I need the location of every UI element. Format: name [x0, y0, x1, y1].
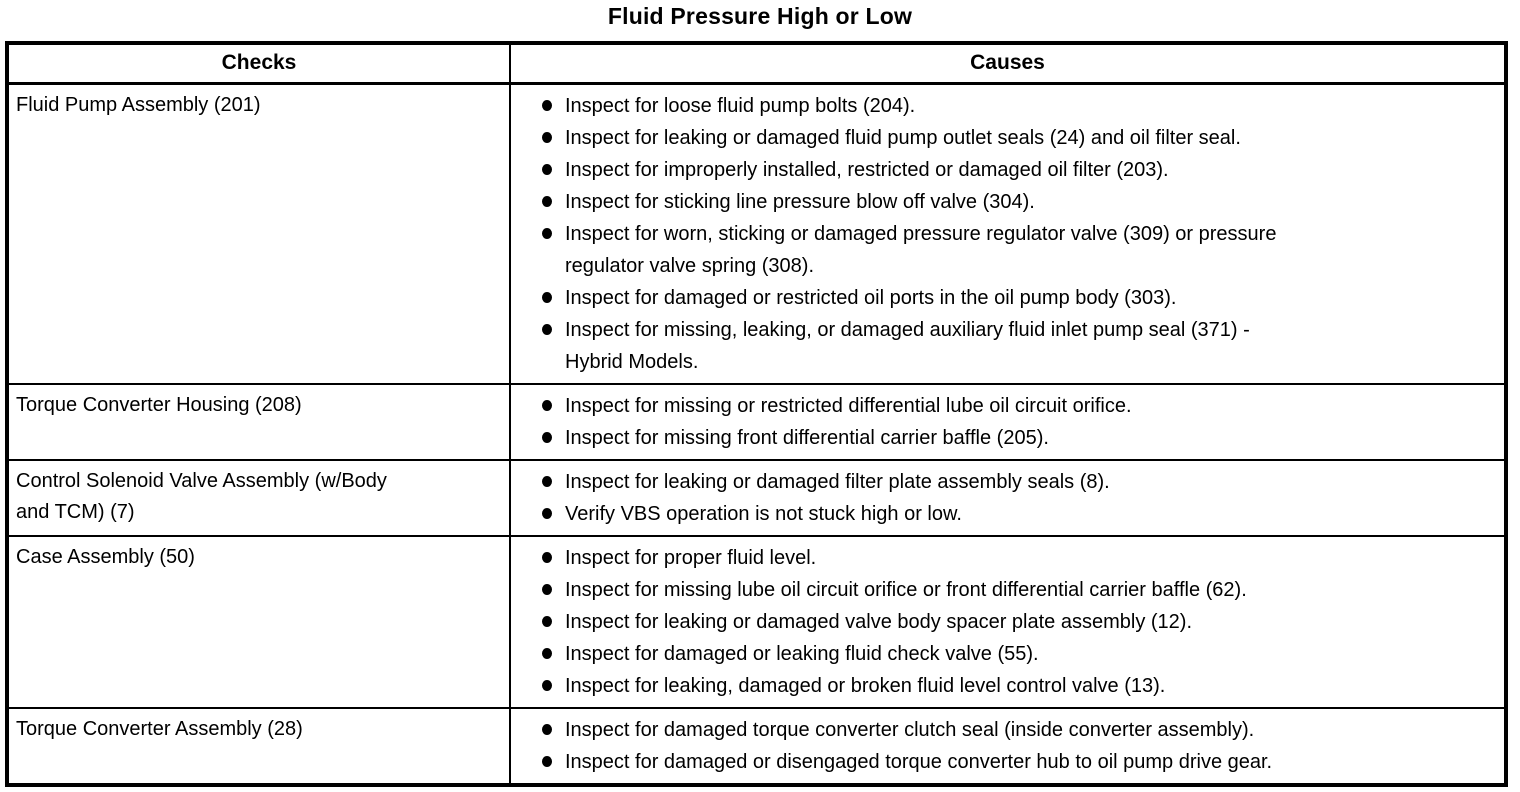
cause-text: Verify VBS operation is not stuck high o… [565, 502, 962, 525]
cause-item: Inspect for damaged or disengaged torque… [511, 746, 1498, 778]
cause-text: Inspect for missing or restricted differ… [565, 394, 1132, 417]
cause-item: Inspect for missing, leaking, or damaged… [511, 314, 1498, 378]
bullet-icon [542, 755, 552, 767]
causes-list: Inspect for damaged torque converter clu… [511, 714, 1498, 778]
bullet-icon [542, 399, 552, 411]
cause-item: Inspect for leaking, damaged or broken f… [511, 670, 1498, 702]
cause-text: Inspect for leaking or damaged fluid pum… [565, 126, 1241, 149]
cause-item: Inspect for improperly installed, restri… [511, 154, 1498, 186]
cause-item: Inspect for worn, sticking or damaged pr… [511, 218, 1498, 282]
cause-text: Inspect for damaged or restricted oil po… [565, 286, 1177, 309]
cause-text: Inspect for damaged or leaking fluid che… [565, 642, 1039, 665]
cause-text: Inspect for missing lube oil circuit ori… [565, 578, 1247, 601]
cause-text: Inspect for sticking line pressure blow … [565, 190, 1035, 213]
cause-item: Inspect for missing or restricted differ… [511, 390, 1498, 422]
header-row: Checks Causes [7, 43, 1506, 85]
cause-text: Inspect for leaking or damaged valve bod… [565, 610, 1193, 633]
page-title: Fluid Pressure High or Low [607, 3, 913, 29]
causes-cell: Inspect for leaking or damaged filter pl… [510, 458, 1506, 536]
check-cell: Torque Converter Housing (208) [7, 382, 511, 460]
table-row: Control Solenoid Valve Assembly (w/Body … [7, 458, 1506, 536]
cause-text: Inspect for missing, leaking, or damaged… [565, 318, 1250, 373]
cause-text: Inspect for leaking, damaged or broken f… [565, 674, 1166, 697]
causes-list: Inspect for leaking or damaged filter pl… [511, 466, 1498, 530]
bullet-icon [542, 583, 552, 595]
bullet-icon [542, 647, 552, 659]
causes-cell: Inspect for missing or restricted differ… [510, 382, 1506, 460]
causes-list: Inspect for loose fluid pump bolts (204)… [511, 90, 1498, 378]
cause-text: Inspect for leaking or damaged filter pl… [565, 470, 1110, 493]
bullet-icon [542, 679, 552, 691]
bullet-icon [542, 163, 552, 175]
cause-text: Inspect for improperly installed, restri… [565, 158, 1169, 181]
cause-text: Inspect for worn, sticking or damaged pr… [565, 222, 1277, 277]
table-row: Case Assembly (50)Inspect for proper flu… [7, 534, 1506, 708]
cause-text: Inspect for missing front differential c… [565, 426, 1049, 449]
bullet-icon [542, 99, 552, 111]
bullet-icon [542, 507, 552, 519]
bullet-icon [542, 615, 552, 627]
column-header-causes: Causes [510, 43, 1506, 85]
check-cell: Torque Converter Assembly (28) [7, 706, 511, 785]
cause-text: Inspect for proper fluid level. [565, 546, 817, 569]
bullet-icon [542, 195, 552, 207]
bullet-icon [542, 475, 552, 487]
diagnostic-table: Checks Causes Fluid Pump Assembly (201)I… [5, 41, 1508, 787]
check-cell: Control Solenoid Valve Assembly (w/Body … [7, 458, 511, 536]
bullet-icon [542, 323, 552, 335]
table-row: Torque Converter Housing (208) Inspect fo… [7, 382, 1506, 460]
column-header-checks: Checks [7, 43, 511, 85]
cause-item: Inspect for missing lube oil circuit ori… [511, 574, 1498, 606]
check-cell: Case Assembly (50) [7, 534, 511, 708]
cause-item: Inspect for missing front differential c… [511, 422, 1498, 454]
bullet-icon [542, 131, 552, 143]
bullet-icon [542, 723, 552, 735]
cause-item: Inspect for leaking or damaged filter pl… [511, 466, 1498, 498]
cause-item: Inspect for damaged torque converter clu… [511, 714, 1498, 746]
cause-item: Inspect for proper fluid level. [511, 542, 1498, 574]
cause-item: Inspect for sticking line pressure blow … [511, 186, 1498, 218]
bullet-icon [542, 551, 552, 563]
cause-item: Inspect for leaking or damaged fluid pum… [511, 122, 1498, 154]
causes-list: Inspect for missing or restricted differ… [511, 390, 1498, 454]
cause-item: Inspect for damaged or restricted oil po… [511, 282, 1498, 314]
causes-cell: Inspect for loose fluid pump bolts (204)… [510, 82, 1506, 384]
causes-cell: Inspect for proper fluid level. Inspect f… [510, 534, 1506, 708]
cause-item: Inspect for leaking or damaged valve bod… [511, 606, 1498, 638]
bullet-icon [542, 291, 552, 303]
cause-item: Inspect for loose fluid pump bolts (204)… [511, 90, 1498, 122]
cause-text: Inspect for damaged torque converter clu… [565, 718, 1255, 741]
causes-list: Inspect for proper fluid level. Inspect f… [511, 542, 1498, 702]
causes-cell: Inspect for damaged torque converter clu… [510, 706, 1506, 785]
cause-item: Verify VBS operation is not stuck high o… [511, 498, 1498, 530]
check-cell: Fluid Pump Assembly (201) [7, 82, 511, 384]
cause-item: Inspect for damaged or leaking fluid che… [511, 638, 1498, 670]
cause-text: Inspect for damaged or disengaged torque… [565, 750, 1273, 773]
table-row: Fluid Pump Assembly (201) Inspect for loo… [7, 82, 1506, 384]
bullet-icon [542, 431, 552, 443]
table-row: Torque Converter Assembly (28) Inspect fo… [7, 706, 1506, 785]
bullet-icon [542, 227, 552, 239]
cause-text: Inspect for loose fluid pump bolts (204)… [565, 94, 916, 117]
